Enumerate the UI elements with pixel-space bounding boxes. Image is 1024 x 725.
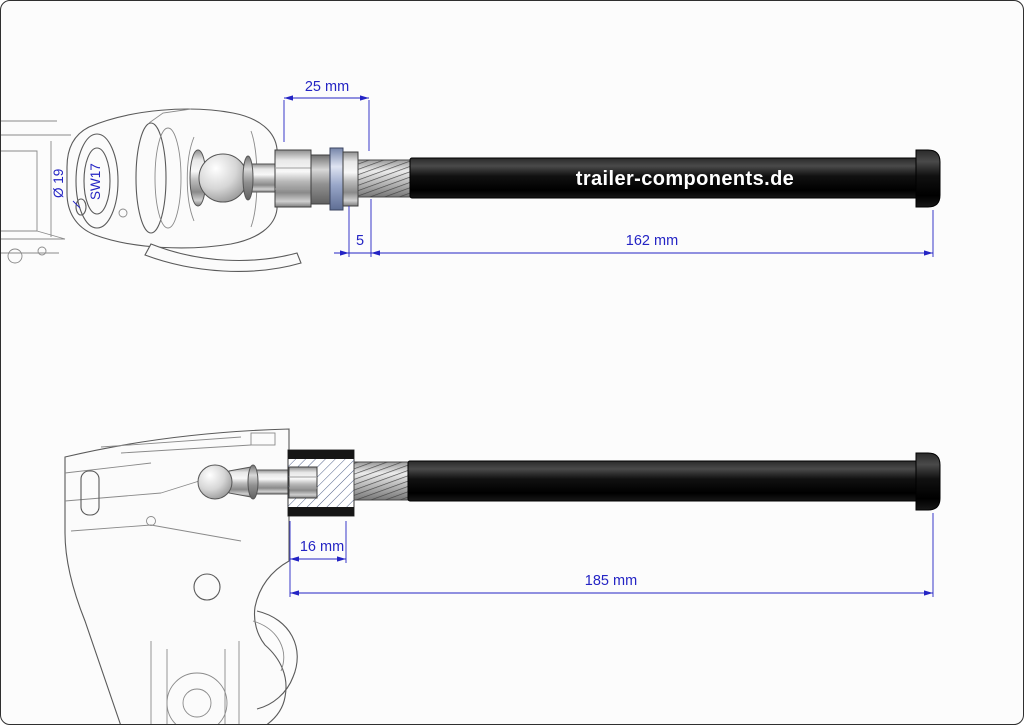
hatched-bushing-section bbox=[287, 449, 355, 517]
top-coupling-drawing bbox=[66, 108, 302, 272]
dim-25mm-label: 25 mm bbox=[305, 79, 349, 95]
dim-162mm-label: 162 mm bbox=[626, 233, 678, 249]
bottom-coupling-drawing bbox=[64, 428, 298, 724]
top-dimensions: 25 mm Ø 19 SW17 5 162 mm bbox=[51, 79, 934, 257]
wrench-size-label: SW17 bbox=[88, 163, 103, 200]
dim-5-label: 5 bbox=[356, 233, 364, 249]
bottom-thread-section bbox=[353, 461, 411, 501]
top-end-cap bbox=[915, 149, 941, 208]
brand-text: trailer-components.de bbox=[576, 168, 794, 190]
bottom-view: 16 mm 185 mm bbox=[64, 428, 941, 724]
spring-washer bbox=[329, 147, 344, 211]
diameter-leader-line bbox=[72, 200, 81, 209]
top-view: trailer-components.de 25 mm Ø 19 SW17 5 bbox=[1, 79, 941, 272]
top-hex-nut bbox=[274, 149, 312, 208]
dim-185mm-label: 185 mm bbox=[585, 573, 637, 589]
hex-bolt-head bbox=[288, 466, 318, 499]
top-thread-section bbox=[357, 159, 413, 198]
bottom-ball-pin bbox=[197, 464, 291, 500]
top-ball-pin bbox=[189, 149, 277, 207]
hole-diameter-label: Ø 19 bbox=[51, 169, 66, 198]
pin-hole bbox=[75, 198, 87, 216]
bottom-dimensions: 16 mm 185 mm bbox=[289, 513, 934, 597]
bottom-axle-shaft bbox=[407, 452, 941, 511]
dim-16mm-label: 16 mm bbox=[300, 539, 344, 555]
top-washer-stack bbox=[310, 147, 359, 211]
top-adjacent-part-drawing bbox=[1, 120, 71, 264]
top-axle-shaft: trailer-components.de bbox=[409, 149, 941, 208]
bottom-end-cap bbox=[915, 452, 941, 511]
